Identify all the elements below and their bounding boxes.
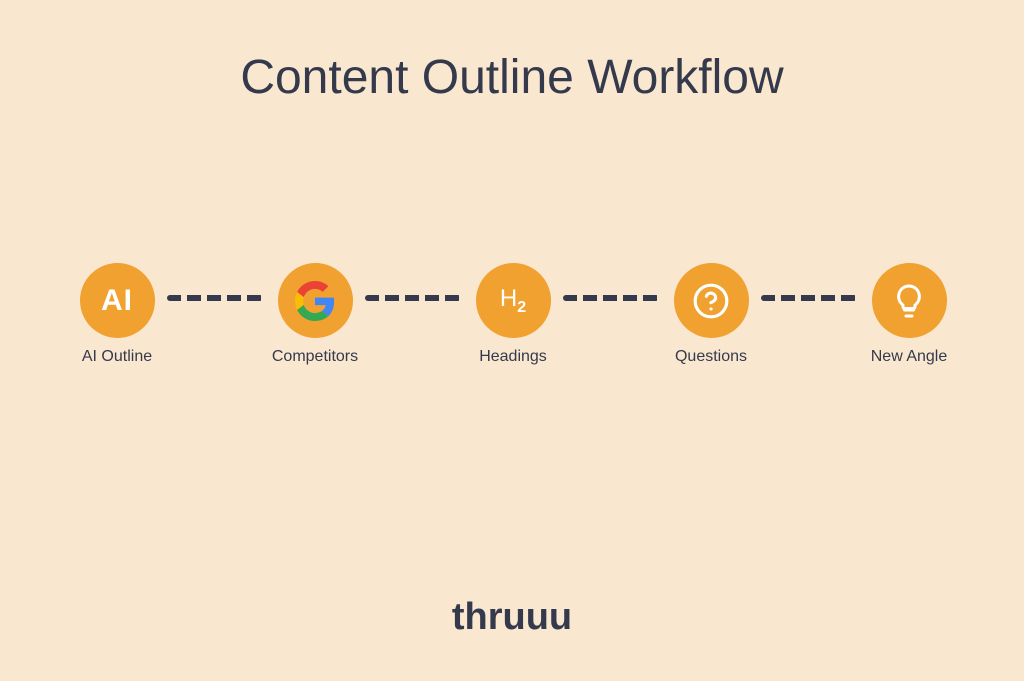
- step-new-angle: New Angle: [829, 263, 989, 366]
- step-label: AI Outline: [81, 348, 153, 365]
- step-competitors-circle: [277, 263, 353, 338]
- question-circle-icon: [693, 283, 729, 318]
- h2-heading-icon: H2: [500, 285, 526, 317]
- connector-3: [563, 295, 659, 301]
- google-g-icon: [295, 280, 335, 321]
- step-questions: Questions: [631, 263, 791, 366]
- step-label: Headings: [479, 348, 547, 365]
- step-label: Competitors: [271, 348, 359, 365]
- brand-logo: thruuu: [451, 596, 573, 638]
- step-questions-circle: [673, 263, 749, 338]
- step-new-angle-circle: [871, 263, 947, 338]
- step-headings-circle: H2: [475, 263, 551, 338]
- connector-2: [365, 295, 461, 301]
- step-ai-outline: AI AI Outline: [37, 263, 197, 366]
- connector-4: [761, 295, 857, 301]
- step-competitors: Competitors: [235, 263, 395, 366]
- step-label: New Angle: [870, 348, 948, 365]
- ai-text-icon: AI: [101, 283, 133, 317]
- h2-icon-number: 2: [517, 298, 527, 316]
- step-ai-outline-circle: AI: [79, 263, 155, 338]
- h2-icon-letter: H: [499, 284, 518, 312]
- lightbulb-icon: [897, 284, 921, 317]
- step-label: Questions: [674, 348, 748, 365]
- page-title: Content Outline Workflow: [240, 51, 784, 104]
- step-headings: H2 Headings: [433, 263, 593, 366]
- connector-1: [167, 295, 263, 301]
